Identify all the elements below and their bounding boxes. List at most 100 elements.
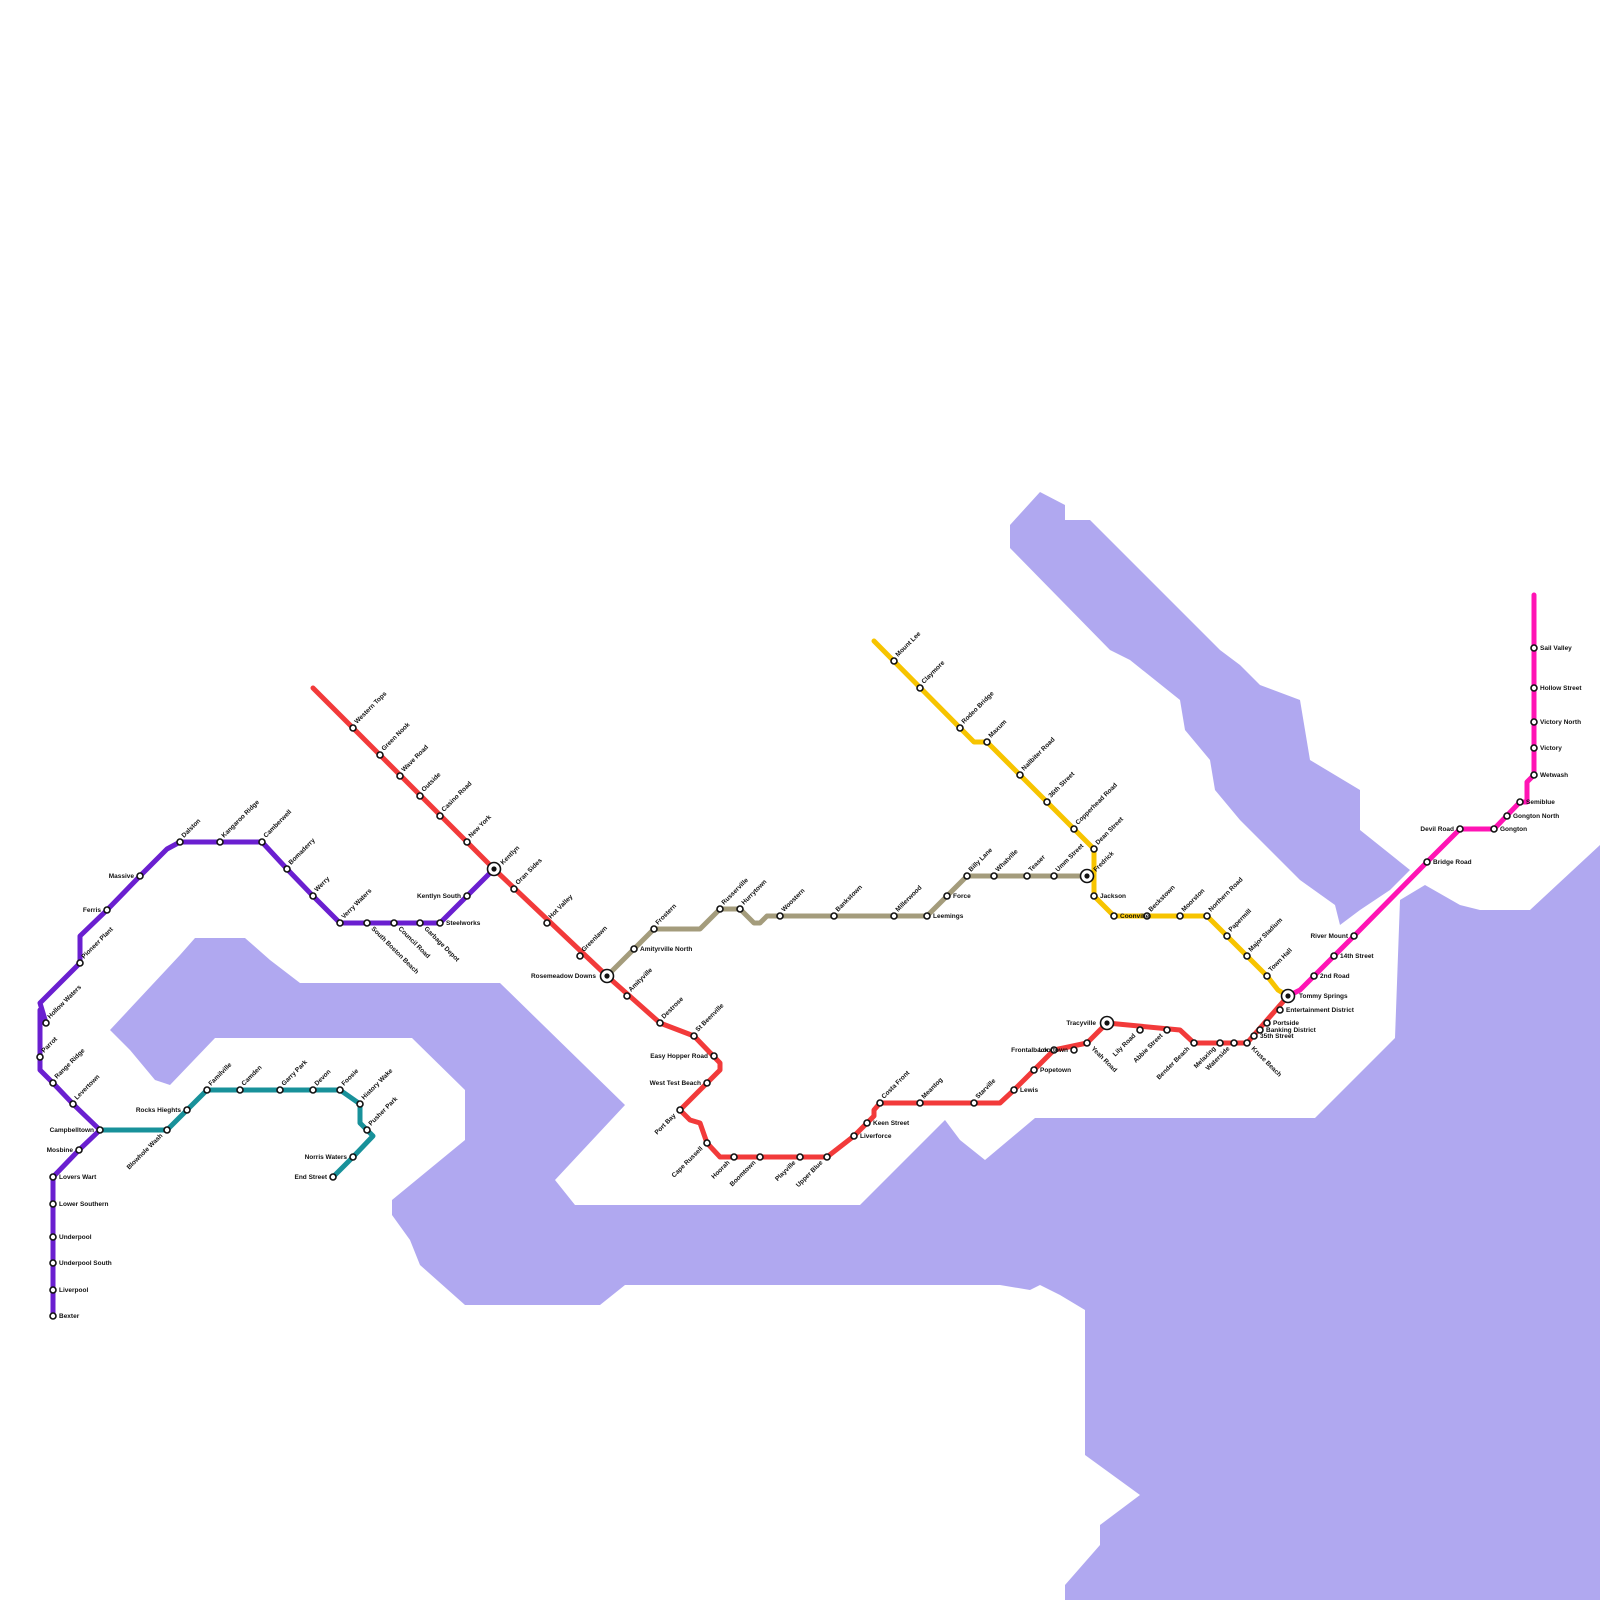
station-history-wake[interactable]	[356, 1100, 364, 1108]
station-south-boston-beach[interactable]	[363, 919, 371, 927]
station-devil-road[interactable]	[1456, 825, 1464, 833]
station-victory-north[interactable]	[1530, 718, 1538, 726]
station-bomaderry[interactable]	[283, 865, 291, 873]
station-umm-street[interactable]	[1050, 872, 1058, 880]
station-bender-beach[interactable]	[1190, 1039, 1198, 1047]
station-ferris[interactable]	[103, 906, 111, 914]
station-beckstown[interactable]	[1143, 912, 1151, 920]
station-playville[interactable]	[796, 1153, 804, 1161]
station-major-stadium[interactable]	[1243, 952, 1251, 960]
station-amityrville-north[interactable]	[630, 945, 638, 953]
station-range-ridge[interactable]	[49, 1079, 57, 1087]
station-papermill[interactable]	[1223, 932, 1231, 940]
station-portside[interactable]	[1263, 1019, 1271, 1027]
station-loottown[interactable]	[1070, 1046, 1078, 1054]
station-outside[interactable]	[416, 792, 424, 800]
station-costa-front[interactable]	[876, 1099, 884, 1107]
station-camden[interactable]	[236, 1086, 244, 1094]
station-frostern[interactable]	[650, 925, 658, 933]
station-steelworks[interactable]	[436, 919, 444, 927]
station-meantog[interactable]	[916, 1099, 924, 1107]
station-35th-street[interactable]	[1250, 1032, 1258, 1040]
station-casino-road[interactable]	[436, 812, 444, 820]
station-end-street[interactable]	[329, 1173, 337, 1181]
station-devon[interactable]	[309, 1086, 317, 1094]
station-sail-valley[interactable]	[1530, 644, 1538, 652]
station-whatville[interactable]	[990, 872, 998, 880]
station-frontalback[interactable]	[1050, 1046, 1058, 1054]
station-bridge-road[interactable]	[1423, 858, 1431, 866]
station-garry-park[interactable]	[276, 1086, 284, 1094]
station-green-nook[interactable]	[376, 751, 384, 759]
station-semiblue[interactable]	[1516, 798, 1524, 806]
station-leemings[interactable]	[923, 912, 931, 920]
station-destrose[interactable]	[656, 1019, 664, 1027]
station-council-road[interactable]	[390, 919, 398, 927]
station-hollow-waters[interactable]	[42, 1019, 50, 1027]
station-boomtown[interactable]	[756, 1153, 764, 1161]
station-woostern[interactable]	[776, 912, 784, 920]
station-liverpool[interactable]	[49, 1286, 57, 1294]
station-port-bay[interactable]	[676, 1106, 684, 1114]
station-jackson[interactable]	[1090, 892, 1098, 900]
station-abbie-street[interactable]	[1163, 1026, 1171, 1034]
station-pioneer-plant[interactable]	[76, 959, 84, 967]
station-claymore[interactable]	[916, 684, 924, 692]
station-lewis[interactable]	[1010, 1086, 1018, 1094]
station-st-beenville[interactable]	[690, 1032, 698, 1040]
station-popetown[interactable]	[1030, 1066, 1038, 1074]
station-familville[interactable]	[203, 1086, 211, 1094]
station-copperhead-road[interactable]	[1070, 825, 1078, 833]
station-mosbine[interactable]	[75, 1146, 83, 1154]
station-massive[interactable]	[136, 872, 144, 880]
station-wetwash[interactable]	[1530, 771, 1538, 779]
station-upper-blue[interactable]	[823, 1153, 831, 1161]
station-liverforce[interactable]	[850, 1132, 858, 1140]
station-camberwell[interactable]	[258, 838, 266, 846]
station-maxum[interactable]	[983, 738, 991, 746]
station-werry[interactable]	[309, 892, 317, 900]
station-town-hall[interactable]	[1263, 972, 1271, 980]
station-west-test-beach[interactable]	[703, 1079, 711, 1087]
station-parrot[interactable]	[36, 1053, 44, 1061]
station-rocks-hieghts[interactable]	[183, 1106, 191, 1114]
station-teaser[interactable]	[1023, 872, 1031, 880]
station-victory[interactable]	[1530, 744, 1538, 752]
station-melaxing[interactable]	[1216, 1039, 1224, 1047]
station-force[interactable]	[943, 892, 951, 900]
station-levertown[interactable]	[69, 1100, 77, 1108]
station-verry-waters[interactable]	[336, 919, 344, 927]
station-dean-street[interactable]	[1090, 845, 1098, 853]
station-bexter[interactable]	[49, 1312, 57, 1320]
station-garbage-depot[interactable]	[416, 919, 424, 927]
station-hoorah[interactable]	[730, 1153, 738, 1161]
station-norris-waters[interactable]	[349, 1153, 357, 1161]
station-nailbiter-road[interactable]	[1016, 771, 1024, 779]
station-moorston[interactable]	[1176, 912, 1184, 920]
station-wave-road[interactable]	[396, 772, 404, 780]
station-36th-street[interactable]	[1043, 798, 1051, 806]
station-easy-hopper-road[interactable]	[710, 1052, 718, 1060]
station-cape-russell[interactable]	[703, 1139, 711, 1147]
station-hurrytown[interactable]	[736, 905, 744, 913]
station-hollow-street[interactable]	[1530, 684, 1538, 692]
station-northern-road[interactable]	[1203, 912, 1211, 920]
station-oran-sides[interactable]	[510, 885, 518, 893]
station-mount-lee[interactable]	[890, 657, 898, 665]
station-starville[interactable]	[970, 1099, 978, 1107]
station-bankstown[interactable]	[830, 912, 838, 920]
station-coonville[interactable]	[1110, 912, 1118, 920]
station-rodeo-bridge[interactable]	[956, 724, 964, 732]
station-gongton[interactable]	[1490, 825, 1498, 833]
station-blowhole-wash[interactable]	[163, 1126, 171, 1134]
station-keen-street[interactable]	[863, 1119, 871, 1127]
station-gongton-north[interactable]	[1503, 812, 1511, 820]
station-underpool-south[interactable]	[49, 1259, 57, 1267]
station-millerwood[interactable]	[890, 912, 898, 920]
station-river-mount[interactable]	[1350, 932, 1358, 940]
station-kangaroo-ridge[interactable]	[216, 838, 224, 846]
station-western-tops[interactable]	[349, 724, 357, 732]
station-pusher-park[interactable]	[363, 1126, 371, 1134]
station-hot-valley[interactable]	[543, 919, 551, 927]
station-greenlawn[interactable]	[576, 952, 584, 960]
